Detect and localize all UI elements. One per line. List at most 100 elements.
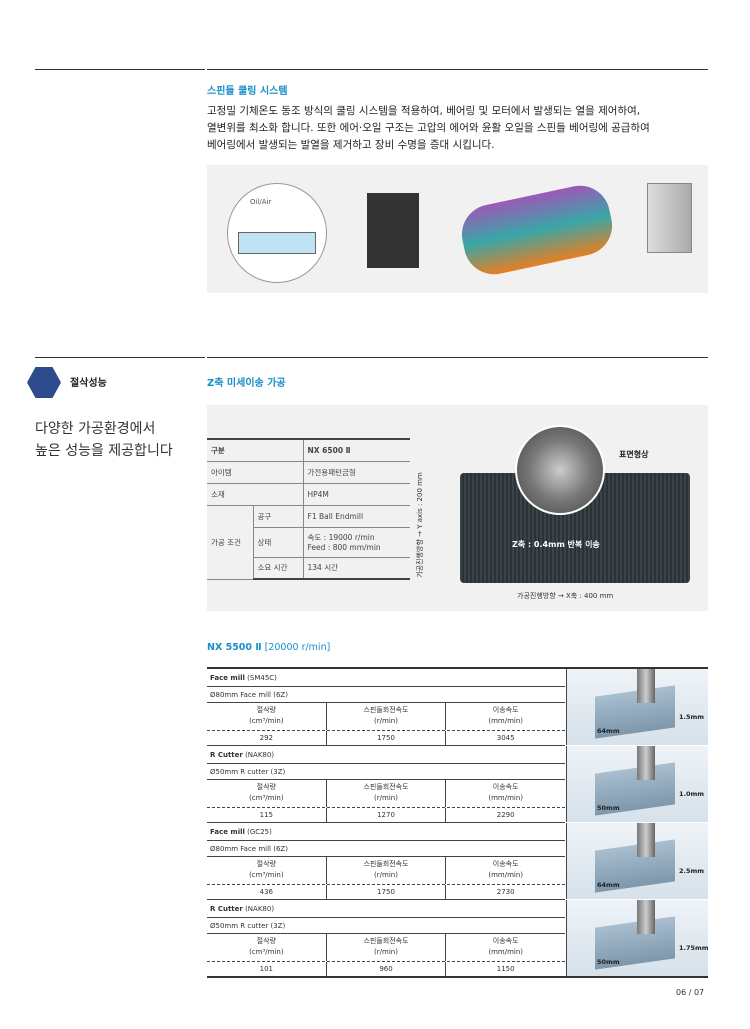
header-unit: (mm/min) (488, 871, 524, 879)
chiller-unit (647, 183, 692, 253)
column-header: 스핀들회전속도 (r/min) (325, 857, 446, 884)
tool-name: R Cutter (210, 904, 243, 913)
tool-row: R Cutter (NAK80) (207, 900, 565, 918)
value-cell: 960 (325, 962, 446, 976)
header-row: 절삭량(cm³/min) 스핀들회전속도 (r/min) 이송속도 (mm/min) (207, 780, 565, 808)
spec-group-label: 가공 조건 (207, 504, 254, 580)
surface-zoom-circle (515, 425, 605, 515)
bearing-shape (238, 232, 316, 254)
header-label: 스핀들회전속도 (363, 860, 409, 868)
header-unit: (r/min) (374, 717, 398, 725)
divider (207, 667, 708, 669)
header-label: 이송속도 (492, 937, 519, 945)
spec-label: 아이템 (207, 460, 303, 484)
cutter (637, 900, 655, 934)
header-unit: (mm/min) (488, 794, 524, 802)
machining-illustration: 64mm 1.5mm (566, 669, 708, 745)
header-unit: (mm/min) (488, 948, 524, 956)
column-header: 스핀들회전속도 (r/min) (325, 780, 446, 807)
machining-illustration: 64mm 2.5mm (566, 823, 708, 899)
divider (207, 69, 708, 70)
value-cell: 1750 (325, 885, 446, 899)
header-label: 이송속도 (492, 783, 519, 791)
column-header: 이송속도 (mm/min) (445, 780, 565, 807)
column-header: 절삭량 (cm³/min) (207, 857, 326, 884)
body-line: 열변위를 최소화 합니다. 또한 에어·오일 구조는 고압의 에어와 윤활 오일… (207, 122, 650, 134)
tool-spec: Ø50mm R cutter (3Z) (207, 764, 565, 780)
header-label: 스핀들회전속도 (363, 937, 409, 945)
rpm-label: [20000 r/min] (264, 642, 331, 653)
column-header: 이송속도 (mm/min) (445, 703, 565, 730)
divider (207, 976, 708, 978)
spec-label: 공구 (253, 504, 303, 528)
divider (35, 357, 205, 358)
header-unit: (cm³/min) (249, 871, 284, 879)
cutting-block: R Cutter (NAK80) Ø50mm R cutter (3Z) 절삭량… (207, 900, 565, 977)
column-header: 스핀들회전속도 (r/min) (325, 934, 446, 961)
spec-label: 소요 시간 (253, 556, 303, 580)
header-label: 이송속도 (492, 860, 519, 868)
value-cell: 1750 (325, 731, 446, 745)
column-header: 절삭량(cm³/min) (207, 780, 326, 807)
spec-label: 소재 (207, 482, 303, 506)
page-number: 06 / 07 (676, 988, 705, 997)
header-label: 절삭량 (256, 783, 276, 791)
value-cell: 1270 (325, 808, 446, 822)
value-cell: 3045 (445, 731, 565, 745)
tool-row: R Cutter (NAK80) (207, 746, 565, 764)
width-dim: 64mm (597, 881, 620, 889)
header-row: 절삭량 (cm³/min) 스핀들회전속도 (r/min) 이송속도 (mm/min) (207, 934, 565, 962)
cutting-block: Face mill (SM45C) Ø80mm Face mill (6Z) 절… (207, 669, 565, 746)
value-cell: 101 (259, 965, 274, 973)
section-title: 스핀들 쿨링 시스템 (207, 86, 288, 97)
cutter (637, 746, 655, 780)
spec-value: 가전용패턴금형 (302, 460, 410, 484)
header-label: 절삭량 (256, 860, 276, 868)
header-unit: (r/min) (374, 871, 398, 879)
value-cell: 292 (259, 734, 274, 742)
column-header: 절삭량(cm³/min) (207, 703, 326, 730)
section-badge: 절삭성능 (70, 378, 107, 389)
cutting-block: R Cutter (NAK80) Ø50mm R cutter (3Z) 절삭량… (207, 746, 565, 823)
value-cell: 1150 (445, 962, 565, 976)
machining-illustration: 50mm 1.0mm (566, 746, 708, 822)
body-line: 베어링에서 발생되는 발열을 제거하고 장비 수명을 증대 시킵니다. (207, 139, 495, 151)
machining-illustration: 50mm 1.75mm (566, 900, 709, 976)
header-label: 스핀들회전속도 (363, 706, 409, 714)
header-unit: (mm/min) (488, 717, 524, 725)
tool-row: Face mill (SM45C) (207, 669, 565, 687)
tool-spec: Ø50mm R cutter (3Z) (207, 918, 565, 934)
cutter (637, 669, 655, 703)
model-name: NX 5500 Ⅱ (207, 642, 262, 653)
header-label: 이송속도 (492, 706, 519, 714)
tool-name: R Cutter (210, 750, 243, 759)
header-row: 절삭량(cm³/min) 스핀들회전속도 (r/min) 이송속도 (mm/min) (207, 703, 565, 731)
body-line: 고정밀 기체온도 동조 방식의 쿨링 시스템을 적용하여, 베어링 및 모터에서… (207, 105, 641, 117)
material: (NAK80) (245, 750, 275, 759)
spec-value: HP4M (302, 482, 410, 506)
header-label: 스핀들회전속도 (363, 783, 409, 791)
value-cell: 115 (259, 811, 274, 819)
header-unit: (r/min) (374, 948, 398, 956)
width-dim: 50mm (597, 804, 620, 812)
hexagon-icon (27, 367, 61, 398)
value-cell: 436 (259, 888, 274, 896)
value-cell: 2730 (445, 885, 565, 899)
y-axis-label: 가공진행방향 → Y axis : 200 mm (415, 472, 424, 578)
tool-spec: Ø80mm Face mill (6Z) (207, 841, 565, 857)
spindle-cooling-diagram: Oil/Air (207, 165, 708, 293)
section-body: 고정밀 기체온도 동조 방식의 쿨링 시스템을 적용하여, 베어링 및 모터에서… (207, 103, 707, 154)
header-label: 절삭량 (256, 937, 276, 945)
header-unit: (cm³/min) (249, 948, 284, 956)
spec-value: NX 6500 Ⅱ (302, 438, 410, 462)
header-unit: (r/min) (374, 794, 398, 802)
header-unit: (cm³/min) (249, 717, 284, 725)
x-axis-label: 가공진행방향 → X축 : 400 mm (517, 592, 614, 600)
column-header: 이송속도 (mm/min) (445, 857, 565, 884)
tool-spec: Ø80mm Face mill (6Z) (207, 687, 565, 703)
column-header: 절삭량 (cm³/min) (207, 934, 326, 961)
